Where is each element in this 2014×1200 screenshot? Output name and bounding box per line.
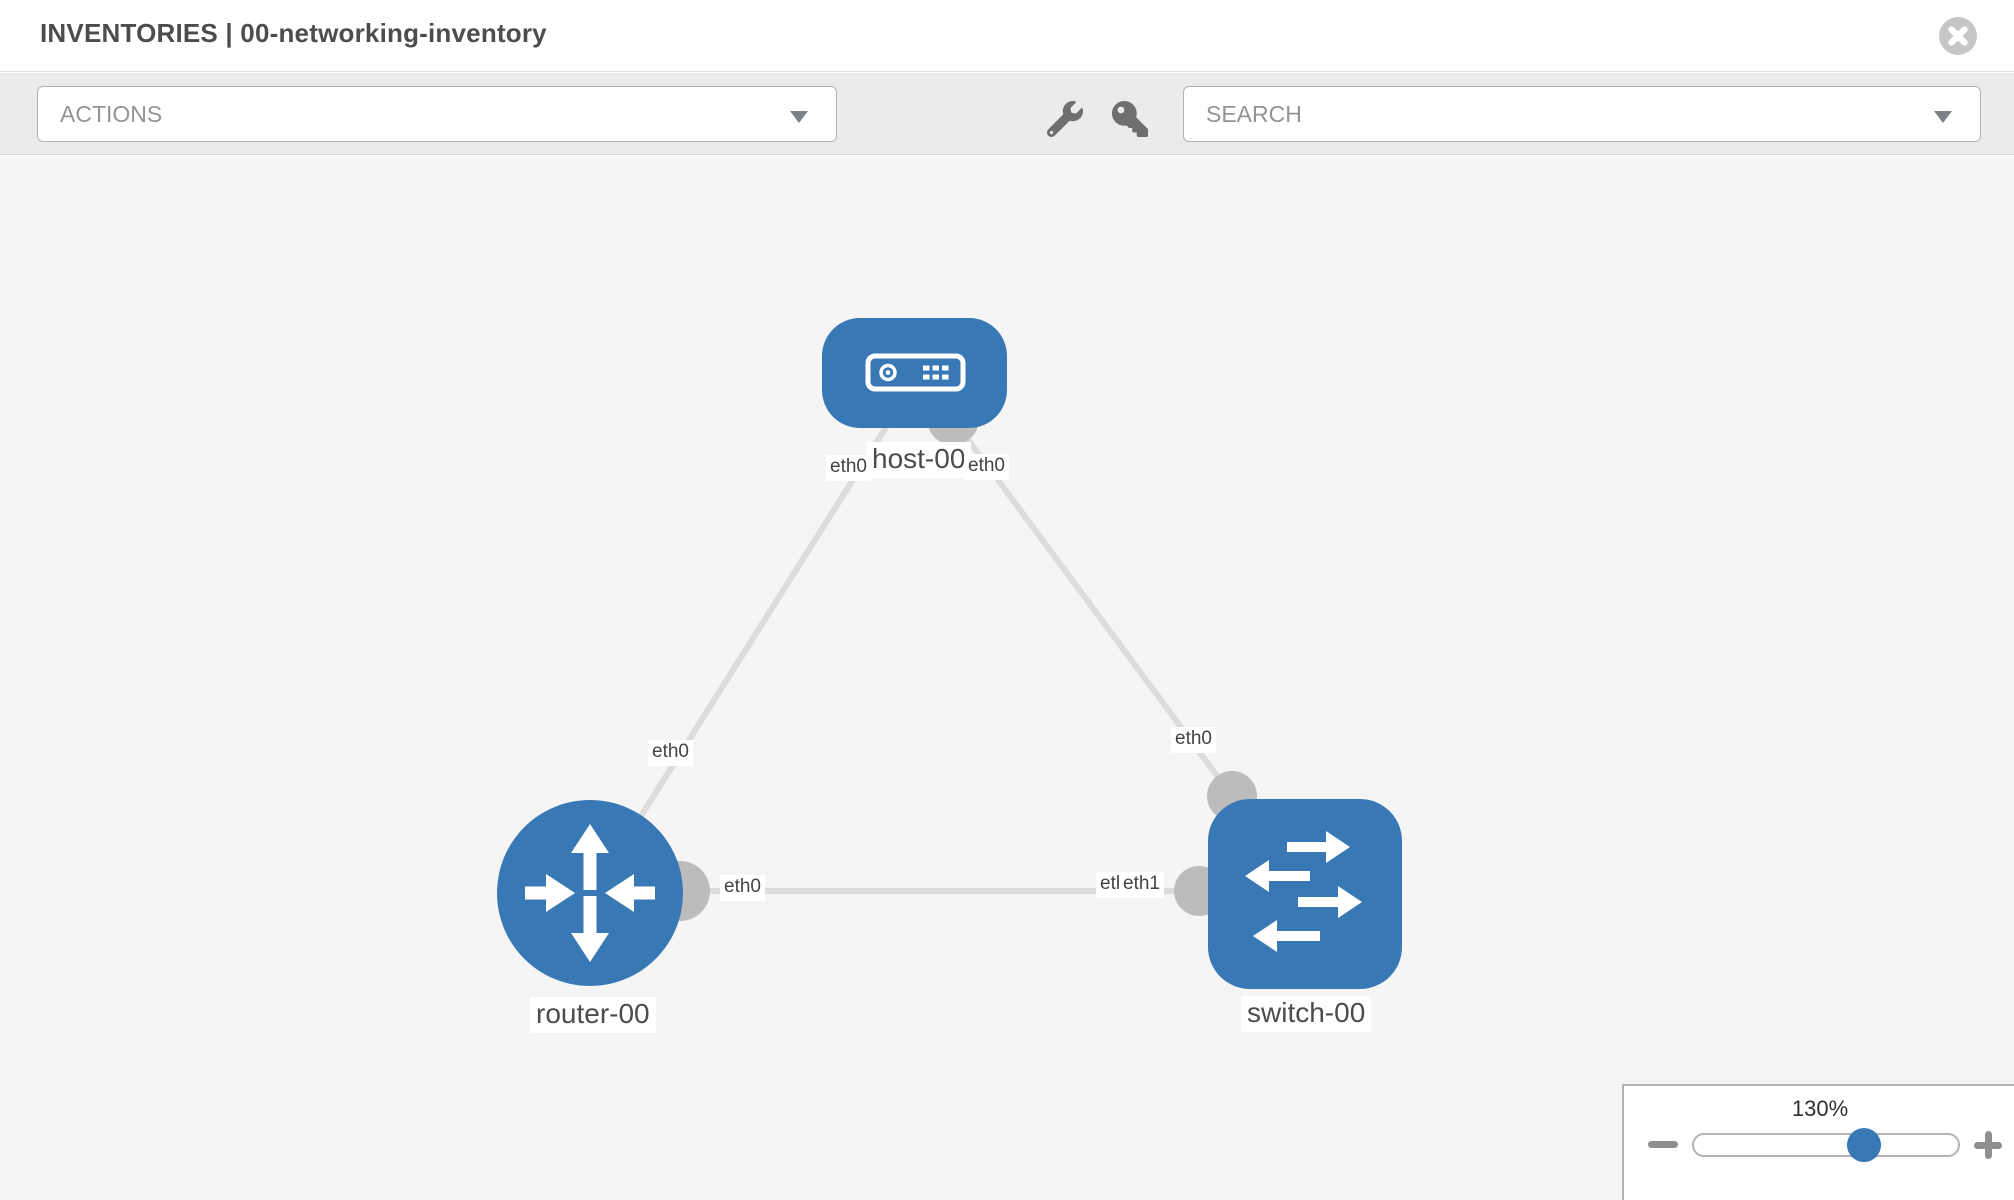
close-icon (1939, 17, 1977, 55)
node-label-router: router-00 (530, 997, 656, 1033)
topology-canvas[interactable]: host-00 router-00 switch-00 eth0 eth0 et… (0, 156, 2014, 1200)
node-router-00[interactable] (497, 800, 683, 986)
topology-links (597, 419, 1235, 894)
actions-dropdown-label: ACTIONS (60, 101, 163, 127)
plus-icon (1984, 1131, 1992, 1159)
node-label-host: host-00 (866, 442, 972, 478)
router-icon (525, 824, 655, 962)
tools-button[interactable] (1046, 100, 1084, 138)
close-button[interactable] (1939, 17, 1977, 55)
wrench-icon (1046, 100, 1083, 138)
interface-label: eth1 (1119, 872, 1164, 898)
zoom-control-panel: 130% (1622, 1084, 2014, 1200)
header: INVENTORIES | 00-networking-inventory (0, 0, 2014, 72)
zoom-slider-track[interactable] (1692, 1133, 1960, 1157)
zoom-level-value: 130% (1791, 1096, 1849, 1121)
node-label-switch: switch-00 (1241, 996, 1372, 1032)
interface-label: eth0 (648, 740, 693, 766)
zoom-out-button[interactable] (1648, 1141, 1678, 1148)
zoom-in-button[interactable] (1974, 1131, 2002, 1159)
credentials-button[interactable] (1111, 101, 1149, 137)
chevron-down-icon (1934, 111, 1952, 123)
node-switch-00[interactable] (1208, 799, 1402, 989)
interface-label: eth0 (720, 875, 765, 901)
page-title: INVENTORIES | 00-networking-inventory (40, 18, 547, 48)
interface-label: eth0 (1171, 727, 1216, 753)
search-placeholder: SEARCH (1206, 101, 1302, 127)
switch-icon (1245, 831, 1362, 952)
zoom-slider-knob[interactable] (1847, 1128, 1881, 1162)
host-icon (865, 353, 966, 392)
chevron-down-icon (790, 111, 808, 123)
interface-label: eth0 (964, 454, 1009, 480)
search-dropdown[interactable]: SEARCH (1183, 86, 1981, 142)
node-host-00[interactable] (822, 318, 1007, 428)
toolbar: ACTIONS SEARCH (0, 73, 2014, 155)
interface-label: eth0 (826, 455, 871, 481)
key-icon (1112, 101, 1148, 137)
actions-dropdown[interactable]: ACTIONS (37, 86, 837, 142)
